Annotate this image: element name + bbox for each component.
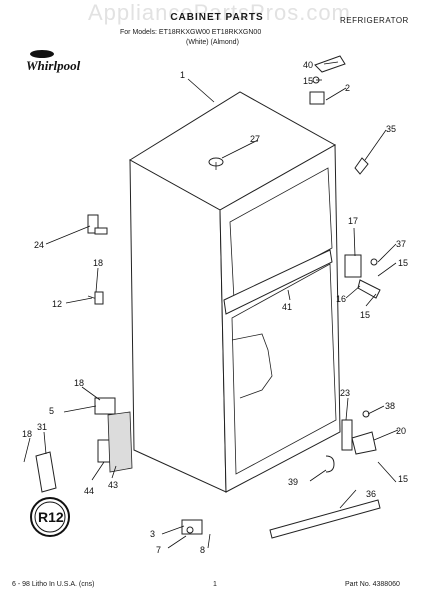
callout-39: 39 [288, 477, 298, 487]
callout-18-lower: 18 [22, 429, 32, 439]
callout-16: 16 [336, 294, 346, 304]
watermark: AppliancePartsPros.com [88, 0, 351, 25]
part-hinge-top [309, 55, 346, 105]
callout-36: 36 [366, 489, 376, 499]
callout-20: 20 [396, 426, 406, 436]
callout-40: 40 [303, 60, 313, 70]
part-cover-left [35, 397, 133, 493]
part-36 [269, 499, 381, 539]
part-hinge-center-right [344, 254, 381, 299]
leader-lines [23, 61, 399, 549]
callout-12: 12 [52, 299, 62, 309]
part-hinge-left [87, 214, 108, 235]
model-colors: (White) (Almond) [186, 39, 239, 46]
callout-41: 41 [282, 302, 292, 312]
footer-litho: 6 - 98 Litho In U.S.A. (cns) [12, 581, 95, 588]
part-hinge-bottom [181, 519, 203, 535]
callout-3: 3 [150, 529, 155, 539]
callout-27: 27 [250, 134, 260, 144]
callout-23: 23 [340, 388, 350, 398]
callout-7: 7 [156, 545, 161, 555]
r12-label: R12 [38, 509, 64, 525]
callout-15-mid: 15 [360, 310, 370, 320]
callout-17: 17 [348, 216, 358, 226]
callout-15-right: 15 [398, 258, 408, 268]
part-screw-left [87, 291, 104, 305]
whirlpool-logo: Whirlpool [26, 50, 81, 73]
callout-35: 35 [386, 124, 396, 134]
part-hinge-bottom-right [341, 410, 377, 455]
footer-part-number: Part No. 4388060 [345, 581, 400, 588]
callout-18-upper: 18 [93, 258, 103, 268]
category-label: REFRIGERATOR [340, 16, 409, 25]
callout-8: 8 [200, 545, 205, 555]
callout-15-bottom: 15 [398, 474, 408, 484]
callout-1: 1 [180, 70, 185, 80]
r12-badge: R12 [30, 497, 70, 537]
callout-38: 38 [385, 401, 395, 411]
cabinet-body [129, 91, 341, 493]
callout-15-top: 15 [303, 76, 313, 86]
callout-31: 31 [37, 422, 47, 432]
model-numbers: For Models: ET18RKXGW00 ET18RKXGN00 [120, 29, 262, 36]
part-39 [325, 455, 335, 473]
part-35 [354, 157, 369, 175]
footer-page-number: 1 [213, 581, 217, 588]
callout-5: 5 [49, 406, 54, 416]
callout-24: 24 [34, 240, 44, 250]
brand-name: Whirlpool [26, 58, 81, 73]
callout-43: 43 [108, 480, 118, 490]
callout-numbers: 1 2 3 5 7 8 12 15 15 15 15 16 17 18 18 1… [22, 60, 408, 555]
callout-37: 37 [396, 239, 406, 249]
page-title: CABINET PARTS [170, 12, 264, 23]
callout-44: 44 [84, 486, 94, 496]
callout-2: 2 [345, 83, 350, 93]
callout-18-middle: 18 [74, 378, 84, 388]
